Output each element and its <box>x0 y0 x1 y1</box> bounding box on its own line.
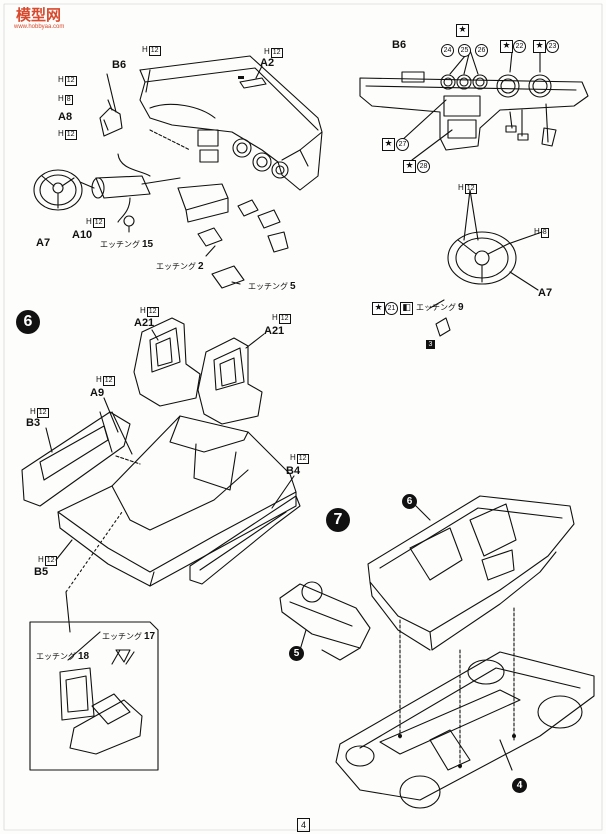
dashboard-drawing <box>33 55 323 289</box>
part-label-a21-left: A21 <box>134 317 155 329</box>
part-label-a2: A2 <box>260 57 275 69</box>
color-ref-22: 22 <box>513 40 526 53</box>
part-label-b3: B3 <box>26 417 41 429</box>
star-mark-icon: ★ <box>403 160 416 173</box>
part-label-b6: B6 <box>112 59 127 71</box>
step-number-7: 7 <box>326 508 350 532</box>
watermark-text: 模型网 <box>16 6 62 24</box>
part-label-b4: B4 <box>286 465 301 477</box>
checker-mark-icon: ◧ <box>400 302 413 315</box>
watermark-logo: 模型网 www.hobbyaa.com <box>2 2 94 36</box>
dashboard-detail-drawing <box>359 49 589 337</box>
part-label-a7: A7 <box>36 237 51 249</box>
step-ref-5: 5 <box>289 646 304 661</box>
color-ref-26: 26 <box>475 44 488 57</box>
part-label-a10: A10 <box>72 229 93 241</box>
step-number-6: 6 <box>16 310 40 334</box>
color-ref-24: 24 <box>441 44 454 57</box>
star-mark-icon: ★ <box>533 40 546 53</box>
interior-drawing <box>21 317 301 771</box>
part-label-a9: A9 <box>90 387 105 399</box>
star-mark-icon: ★ <box>372 302 385 315</box>
color-ref-28: 28 <box>417 160 430 173</box>
color-ref-25: 25 <box>458 44 471 57</box>
part-label-b5: B5 <box>34 566 49 578</box>
page-number: 4 <box>297 818 310 832</box>
body-assembly-drawing <box>279 495 595 809</box>
color-ref-27: 27 <box>396 138 409 151</box>
part-label-b6-detail: B6 <box>392 39 407 51</box>
step-ref-4: 4 <box>512 778 527 793</box>
color-ref-21: 21 <box>385 302 398 315</box>
star-mark-icon: ★ <box>382 138 395 151</box>
decal-ref-3: 3 <box>426 340 435 349</box>
part-label-a8: A8 <box>58 111 73 123</box>
color-ref-23: 23 <box>546 40 559 53</box>
part-label-a7-detail: A7 <box>538 287 553 299</box>
watermark-url: www.hobbyaa.com <box>14 24 65 30</box>
star-mark-icon: ★ <box>500 40 513 53</box>
step-ref-6: 6 <box>402 494 417 509</box>
part-label-a21-right: A21 <box>264 325 285 337</box>
star-mark-icon: ★ <box>456 24 469 37</box>
